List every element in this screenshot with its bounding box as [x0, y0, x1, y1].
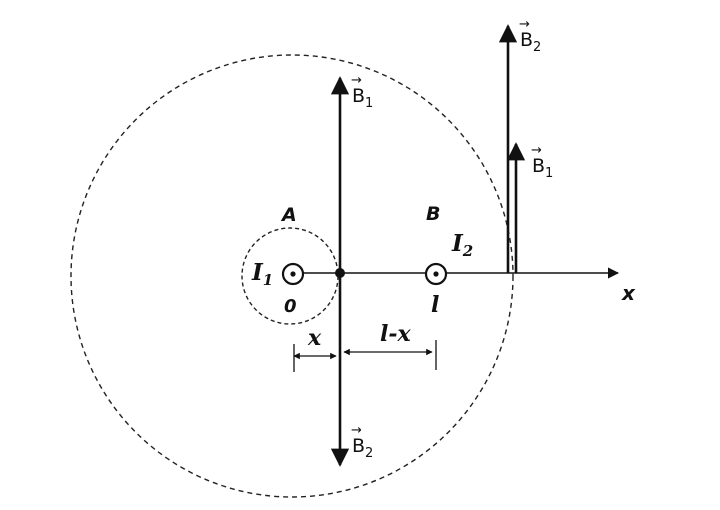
svg-text:→: →: [351, 73, 362, 88]
svg-text:B1: B1: [532, 155, 553, 181]
svg-text:B2: B2: [352, 435, 373, 461]
current-1-label: I1: [251, 259, 273, 289]
point-b-label: B: [426, 203, 440, 225]
distance-l-minus-x-marker: [343, 340, 437, 370]
field-point: [335, 268, 345, 278]
current-1-symbol: [281, 262, 305, 286]
distance-x-label: x: [307, 325, 322, 351]
distance-l-minus-x-label: l-x: [380, 321, 411, 347]
svg-text:→: →: [531, 143, 542, 158]
current-2-label: I2: [451, 230, 473, 260]
field-b1-left-label: B1 →: [351, 73, 373, 111]
field-b2-right-label: B2 →: [519, 17, 541, 55]
distance-x-marker: [293, 344, 337, 372]
svg-text:→: →: [351, 423, 362, 438]
x-axis-label: x: [621, 281, 636, 305]
field-b2-left-label: B2 →: [351, 423, 373, 461]
field-circle-large: [70, 54, 514, 498]
svg-text:→: →: [519, 17, 530, 32]
origin-label: 0: [284, 296, 297, 317]
svg-text:B1: B1: [352, 85, 373, 111]
field-b1-right-label: B1 →: [531, 143, 553, 181]
position-l-label: l: [431, 292, 439, 318]
current-2-symbol: [424, 262, 448, 286]
svg-text:B2: B2: [520, 29, 541, 55]
point-a-label: A: [280, 204, 297, 226]
